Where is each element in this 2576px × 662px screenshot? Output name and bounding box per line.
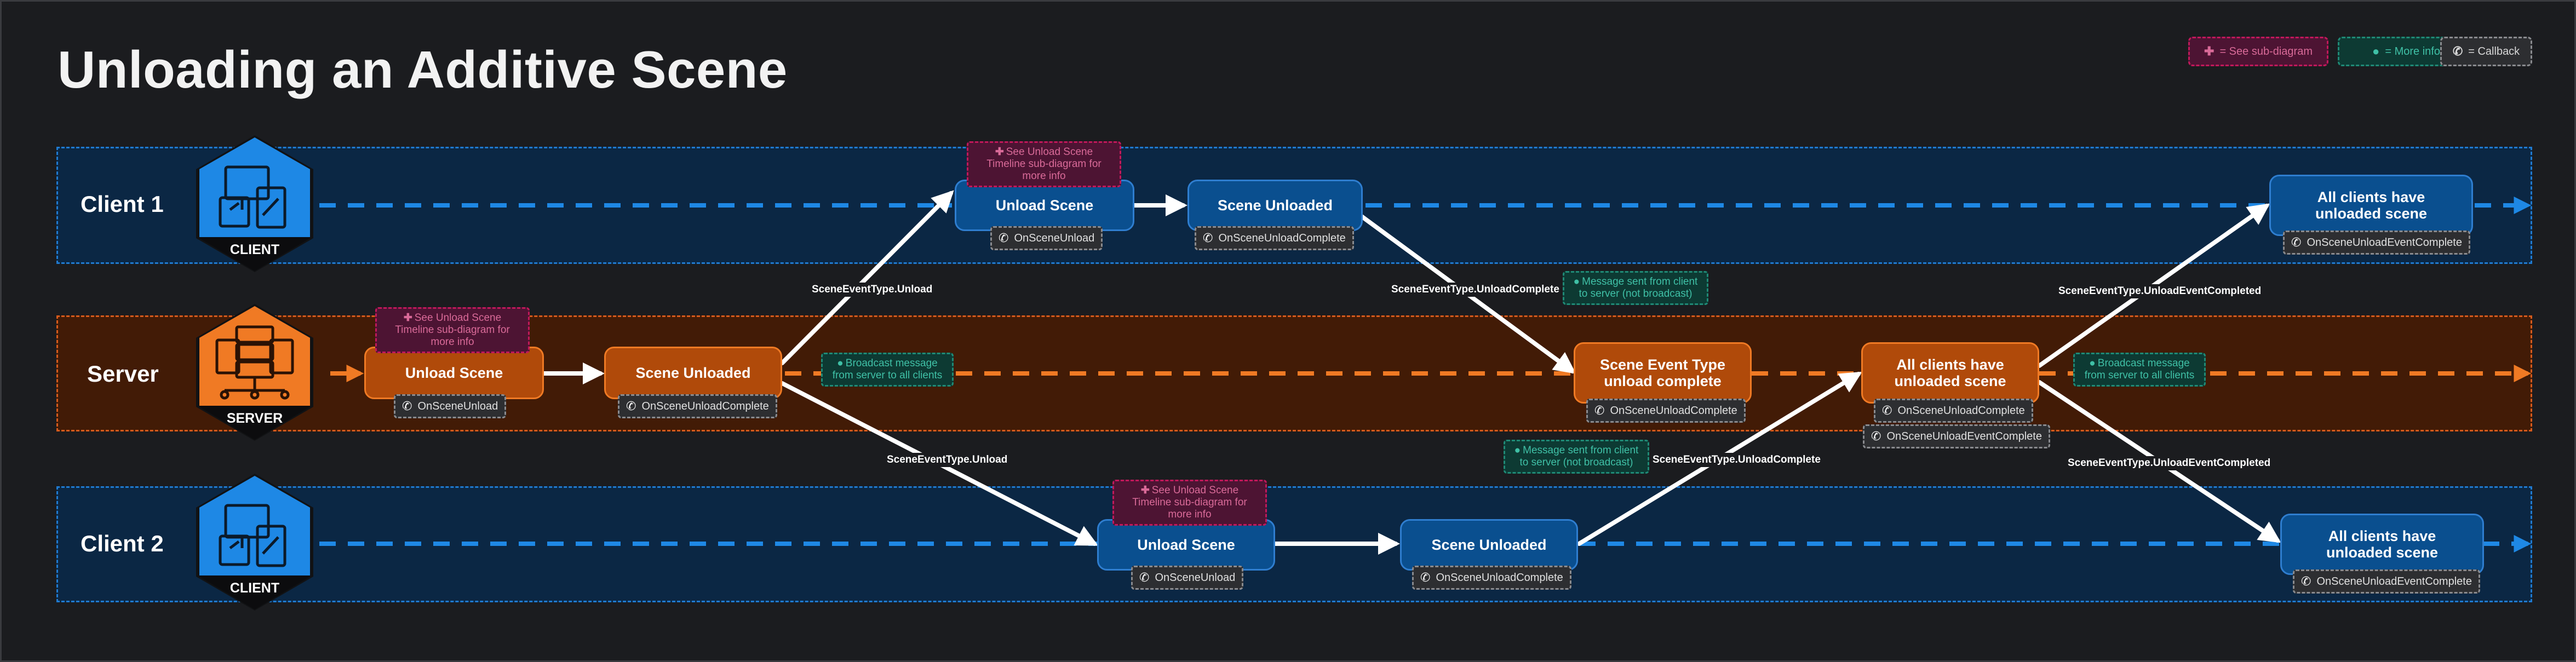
lane-label-server: Server: [87, 361, 159, 387]
client-1-sub-diagram-note[interactable]: ✚See Unload Scene Timeline sub-diagram f…: [967, 141, 1121, 187]
client-message-note-1: ●Message sent from client to server (not…: [1563, 271, 1708, 305]
note-text: See Unload Scene Timeline sub-diagram fo…: [986, 146, 1101, 182]
client-1-badge-label: CLIENT: [230, 242, 280, 257]
callback-label: OnSceneUnloadComplete: [1610, 404, 1737, 417]
client-1-all-unloaded-node: All clients have unloaded scene: [2269, 175, 2473, 236]
client-2-badge: CLIENT: [192, 471, 318, 619]
edge-label-event-completed-to-client-1: SceneEventType.UnloadEventCompleted: [2056, 284, 2264, 298]
legend-sub-diagram: ✚ = See sub-diagram: [2188, 37, 2328, 66]
server-all-unloaded-node: All clients have unloaded scene: [1861, 342, 2039, 404]
client-2-unload-callback: ✆ OnSceneUnload: [1131, 566, 1244, 590]
edge-label-unload-to-client-2: SceneEventType.Unload: [885, 453, 1010, 467]
legend-callback-label: = Callback: [2468, 45, 2520, 57]
phone-icon: ✆: [1203, 231, 1213, 245]
server-unloaded-callback: ✆ OnSceneUnloadComplete: [618, 394, 777, 418]
server-unload-scene-node: Unload Scene: [364, 347, 544, 399]
legend-more-info-label: = More info: [2385, 45, 2440, 57]
server-scene-unloaded-node: Scene Unloaded: [604, 347, 782, 399]
page-title: Unloading an Additive Scene: [58, 41, 788, 99]
callback-label: OnSceneUnloadComplete: [1218, 232, 1346, 244]
note-text: Broadcast message from server to all cli…: [832, 358, 943, 381]
server-sub-diagram-note[interactable]: ✚See Unload Scene Timeline sub-diagram f…: [375, 307, 530, 353]
note-text: Message sent from client to server (not …: [1579, 276, 1698, 300]
phone-icon: ✆: [402, 399, 412, 413]
legend-callback: ✆ = Callback: [2440, 37, 2532, 66]
lightbulb-icon: ●: [2089, 358, 2096, 369]
edge-label-event-completed-to-client-2: SceneEventType.UnloadEventCompleted: [2066, 456, 2273, 470]
note-text: Message sent from client to server (not …: [1519, 445, 1639, 468]
broadcast-note-1: ●Broadcast message from server to all cl…: [821, 353, 954, 387]
server-all-unloaded-callback-2: ✆ OnSceneUnloadEventComplete: [1863, 424, 2050, 448]
note-text: See Unload Scene Timeline sub-diagram fo…: [1132, 485, 1247, 520]
server-unload-callback: ✆ OnSceneUnload: [394, 394, 507, 418]
lane-label-client-2: Client 2: [81, 531, 164, 556]
phone-icon: ✆: [626, 399, 636, 413]
lightbulb-icon: ●: [837, 358, 844, 369]
phone-icon: ✆: [1882, 404, 1892, 417]
client-1-scene-unloaded-node: Scene Unloaded: [1187, 180, 1363, 231]
server-hexagon: [196, 304, 313, 441]
plus-icon: ✚: [2204, 44, 2214, 58]
note-text: See Unload Scene Timeline sub-diagram fo…: [395, 312, 510, 348]
client-1-badge: CLIENT: [192, 133, 318, 281]
note-text: Broadcast message from server to all cli…: [2084, 358, 2195, 381]
client-2-unload-scene-node: Unload Scene: [1097, 519, 1275, 571]
client-2-hexagon: [196, 474, 313, 611]
broadcast-note-2: ●Broadcast message from server to all cl…: [2073, 353, 2206, 387]
server-badge: SERVER: [192, 302, 318, 450]
callback-label: OnSceneUnloadComplete: [1436, 571, 1563, 584]
edge-label-client-2-unload-complete: SceneEventType.UnloadComplete: [1650, 453, 1823, 467]
plus-icon: ✚: [1140, 485, 1150, 496]
lightbulb-icon: ●: [1514, 445, 1521, 456]
edge-label-client-1-unload-complete: SceneEventType.UnloadComplete: [1389, 283, 1562, 297]
callback-label: OnSceneUnloadComplete: [1897, 404, 2025, 417]
callback-label: OnSceneUnload: [1014, 232, 1095, 244]
client-2-sub-diagram-note[interactable]: ✚See Unload Scene Timeline sub-diagram f…: [1112, 480, 1267, 526]
client-2-badge-label: CLIENT: [230, 580, 280, 596]
phone-icon: ✆: [1594, 404, 1605, 417]
callback-label: OnSceneUnloadComplete: [641, 400, 769, 412]
server-event-complete-node: Scene Event Type unload complete: [1574, 342, 1752, 404]
client-1-unload-scene-node: Unload Scene: [955, 180, 1134, 231]
client-message-note-2: ●Message sent from client to server (not…: [1504, 440, 1649, 474]
phone-icon: ✆: [2291, 235, 2302, 249]
server-event-complete-callback: ✆ OnSceneUnloadComplete: [1586, 399, 1746, 423]
server-all-unloaded-callback-1: ✆ OnSceneUnloadComplete: [1874, 399, 2033, 423]
edge-label-unload-to-client-1: SceneEventType.Unload: [810, 283, 935, 297]
phone-icon: ✆: [999, 231, 1009, 245]
phone-icon: ✆: [1871, 429, 1881, 443]
client-2-all-unloaded-callback: ✆ OnSceneUnloadEventComplete: [2293, 569, 2480, 594]
lightbulb-icon: ●: [1573, 276, 1580, 287]
client-1-all-unloaded-callback: ✆ OnSceneUnloadEventComplete: [2283, 231, 2470, 255]
phone-icon: ✆: [2452, 44, 2463, 58]
client-2-all-unloaded-node: All clients have unloaded scene: [2280, 514, 2484, 575]
phone-icon: ✆: [2301, 574, 2311, 588]
client-2-scene-unloaded-node: Scene Unloaded: [1400, 519, 1578, 571]
legend-sub-diagram-label: = See sub-diagram: [2219, 45, 2313, 57]
client-2-unloaded-callback: ✆ OnSceneUnloadComplete: [1412, 566, 1571, 590]
phone-icon: ✆: [1420, 571, 1431, 584]
callback-label: OnSceneUnload: [417, 400, 498, 412]
server-badge-label: SERVER: [226, 411, 283, 426]
plus-icon: ✚: [995, 146, 1004, 158]
callback-label: OnSceneUnload: [1155, 571, 1236, 584]
phone-icon: ✆: [1139, 571, 1150, 584]
callback-label: OnSceneUnloadEventComplete: [1886, 430, 2042, 442]
client-1-unloaded-callback: ✆ OnSceneUnloadComplete: [1195, 226, 1354, 250]
client-1-unload-callback: ✆ OnSceneUnload: [990, 226, 1103, 250]
callback-label: OnSceneUnloadEventComplete: [2307, 236, 2462, 249]
callback-label: OnSceneUnloadEventComplete: [2316, 575, 2472, 588]
lane-label-client-1: Client 1: [81, 191, 164, 217]
client-1-hexagon: [196, 135, 313, 272]
lightbulb-icon: ●: [2372, 44, 2380, 58]
plus-icon: ✚: [403, 312, 412, 324]
